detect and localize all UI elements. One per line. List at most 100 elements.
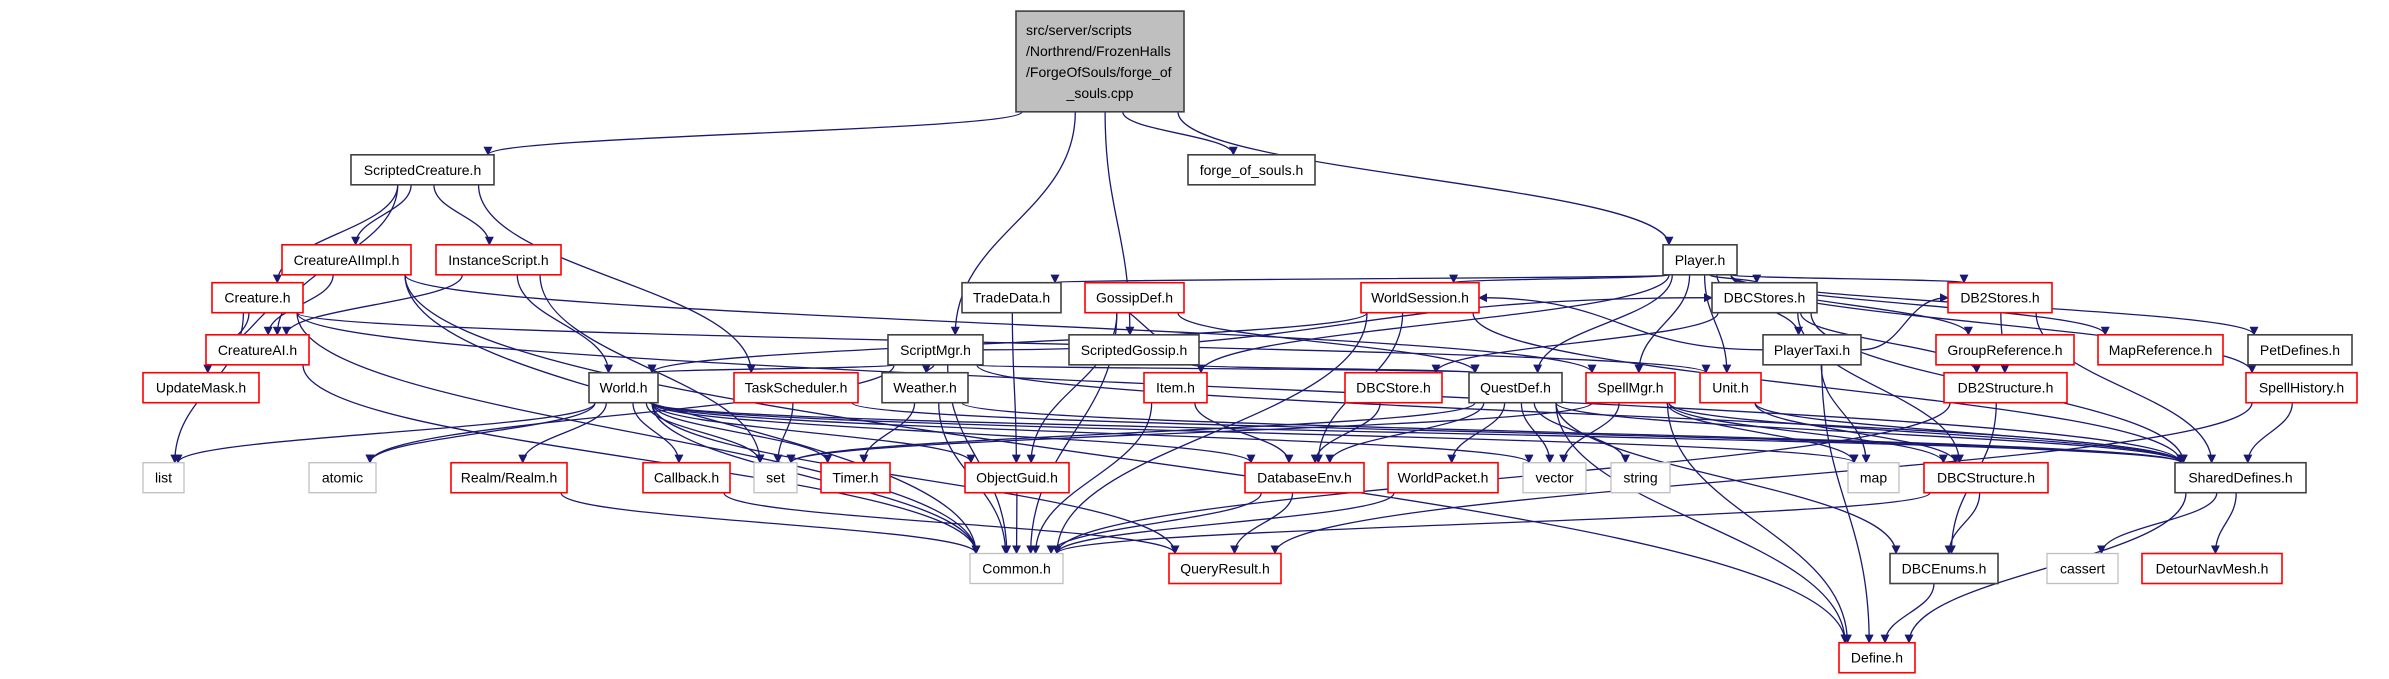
node-box (887, 334, 984, 366)
node-SharedDefines[interactable]: SharedDefines.h (2174, 461, 2307, 494)
edge-ScriptMgr-to-atomic (365, 364, 895, 464)
node-WorldPacket[interactable]: WorldPacket.h (1387, 461, 1499, 494)
node-GroupReference[interactable]: GroupReference.h (1935, 334, 2075, 366)
node-box (1068, 334, 1200, 366)
edge-Item-to-DatabaseEnv (1194, 402, 1294, 464)
node-root[interactable]: src/server/scripts/Northrend/FrozenHalls… (1015, 10, 1185, 113)
edge-ScriptedCreature-to-InstanceScript (433, 184, 494, 246)
node-Creature[interactable]: Creature.h (211, 281, 304, 314)
edge-World-to-ObjectGuid (651, 402, 976, 464)
node-PetDefines[interactable]: PetDefines.h (2247, 334, 2353, 366)
node-box (820, 461, 891, 494)
edge-World-to-set (645, 402, 765, 464)
node-ScriptedGossip[interactable]: ScriptedGossip.h (1068, 334, 1200, 366)
node-label: GroupReference.h (1947, 342, 2062, 358)
node-DetourNavMesh[interactable]: DetourNavMesh.h (2141, 552, 2283, 585)
node-DB2Structure[interactable]: DB2Structure.h (1943, 371, 2068, 404)
node-label: string (1623, 470, 1657, 486)
node-box (969, 552, 1064, 585)
node-QueryResult[interactable]: QueryResult.h (1168, 552, 1282, 585)
node-label: vector (1535, 470, 1573, 486)
node-DatabaseEnv[interactable]: DatabaseEnv.h (1244, 461, 1365, 494)
node-MapReference[interactable]: MapReference.h (2097, 334, 2224, 366)
node-Item[interactable]: Item.h (1143, 371, 1208, 404)
edge-PlayerTaxi-to-Define (1821, 364, 1874, 644)
node-ScriptMgr[interactable]: ScriptMgr.h (887, 334, 984, 366)
node-label: DBCEnums.h (1902, 561, 1987, 577)
node-ScriptedCreature[interactable]: ScriptedCreature.h (350, 154, 495, 186)
node-UpdateMask[interactable]: UpdateMask.h (142, 371, 260, 404)
node-DBCStructure[interactable]: DBCStructure.h (1923, 461, 2049, 494)
node-cassert: cassert (2046, 552, 2119, 585)
node-CreatureAIImpl[interactable]: CreatureAIImpl.h (281, 244, 412, 276)
edge-World-to-SharedDefines (651, 402, 2186, 464)
node-DB2Stores[interactable]: DB2Stores.h (1947, 281, 2053, 314)
edge-QuestDef-to-Define (1555, 402, 1850, 644)
node-label: GossipDef.h (1096, 290, 1173, 306)
node-WorldSession[interactable]: WorldSession.h (1360, 281, 1480, 314)
node-string: string (1610, 462, 1671, 494)
node-World[interactable]: World.h (588, 371, 659, 404)
edge-ScriptMgr-to-QuestDef (976, 364, 1479, 374)
node-DBCStores[interactable]: DBCStores.h (1711, 281, 1818, 314)
node-label: src/server/scripts (1026, 22, 1132, 38)
node-label: ScriptedCreature.h (364, 162, 482, 178)
node-SpellHistory[interactable]: SpellHistory.h (2245, 371, 2358, 404)
node-PlayerTaxi[interactable]: PlayerTaxi.h (1762, 334, 1862, 366)
node-InstanceScript[interactable]: InstanceScript.h (435, 244, 562, 276)
node-label: Creature.h (224, 290, 290, 306)
edge-Unit-to-SharedDefines (1754, 402, 2186, 464)
node-DBCStore[interactable]: DBCStore.h (1344, 371, 1443, 404)
node-QuestDef[interactable]: QuestDef.h (1468, 371, 1563, 404)
node-DBCEnums[interactable]: DBCEnums.h (1889, 552, 1999, 585)
node-label: /Northrend/FrozenHalls (1026, 43, 1171, 59)
edge-DBCStructure-to-DBCEnums (1944, 492, 1981, 555)
node-Player[interactable]: Player.h (1662, 244, 1738, 276)
node-label: cassert (2060, 561, 2105, 577)
node-ObjectGuid[interactable]: ObjectGuid.h (964, 461, 1070, 494)
node-box (1610, 462, 1671, 494)
edge-DBCEnums-to-Define (1880, 583, 1935, 644)
edge-root-to-ScriptMgr (950, 111, 1076, 336)
node-label: SpellMgr.h (1597, 380, 1663, 396)
node-label: forge_of_souls.h (1200, 162, 1304, 178)
node-TradeData[interactable]: TradeData.h (961, 281, 1062, 314)
node-SpellMgr[interactable]: SpellMgr.h (1585, 371, 1676, 404)
edge-TradeData-to-ObjectGuid (1011, 312, 1021, 464)
node-box (881, 371, 969, 404)
node-Define[interactable]: Define.h (1838, 641, 1916, 674)
node-label: Item.h (1156, 380, 1195, 396)
node-label: Common.h (982, 561, 1050, 577)
edge-Player-to-Unit (1703, 274, 1732, 374)
node-forge_of_souls[interactable]: forge_of_souls.h (1187, 154, 1316, 186)
edge-World-to-Callback (632, 402, 684, 464)
node-CreatureAI[interactable]: CreatureAI.h (205, 334, 310, 366)
node-Callback[interactable]: Callback.h (642, 461, 731, 494)
node-box (2174, 461, 2307, 494)
node-label: UpdateMask.h (156, 380, 246, 396)
node-box (1468, 371, 1563, 404)
edge-DatabaseEnv-to-QueryResult (1230, 492, 1294, 555)
node-atomic: atomic (308, 462, 377, 494)
node-Realm[interactable]: Realm/Realm.h (450, 461, 568, 494)
node-Timer[interactable]: Timer.h (820, 461, 891, 494)
node-label: list (155, 470, 172, 486)
node-label: WorldPacket.h (1398, 470, 1489, 486)
edge-World-to-vector (651, 402, 1534, 464)
edge-DB2Structure-to-Common (1052, 402, 1951, 555)
node-map: map (1847, 462, 1900, 494)
edge-Unit-to-DBCStructure (1754, 402, 1960, 464)
edge-QuestDef-to-DBCEnums (1555, 402, 1901, 555)
node-box (588, 371, 659, 404)
node-TaskScheduler[interactable]: TaskScheduler.h (733, 371, 859, 404)
node-Unit[interactable]: Unit.h (1699, 371, 1762, 404)
node-label: map (1860, 470, 1887, 486)
node-label: WorldSession.h (1371, 290, 1469, 306)
node-GossipDef[interactable]: GossipDef.h (1084, 281, 1185, 314)
node-box (1699, 371, 1762, 404)
edge-SpellHistory-to-QueryResult (1270, 402, 2253, 555)
edge-QuestDef-to-string (1533, 402, 1630, 464)
node-Common: Common.h (969, 552, 1064, 585)
node-Weather[interactable]: Weather.h (881, 371, 969, 404)
edge-QuestDef-to-SharedDefines (1555, 402, 2186, 464)
